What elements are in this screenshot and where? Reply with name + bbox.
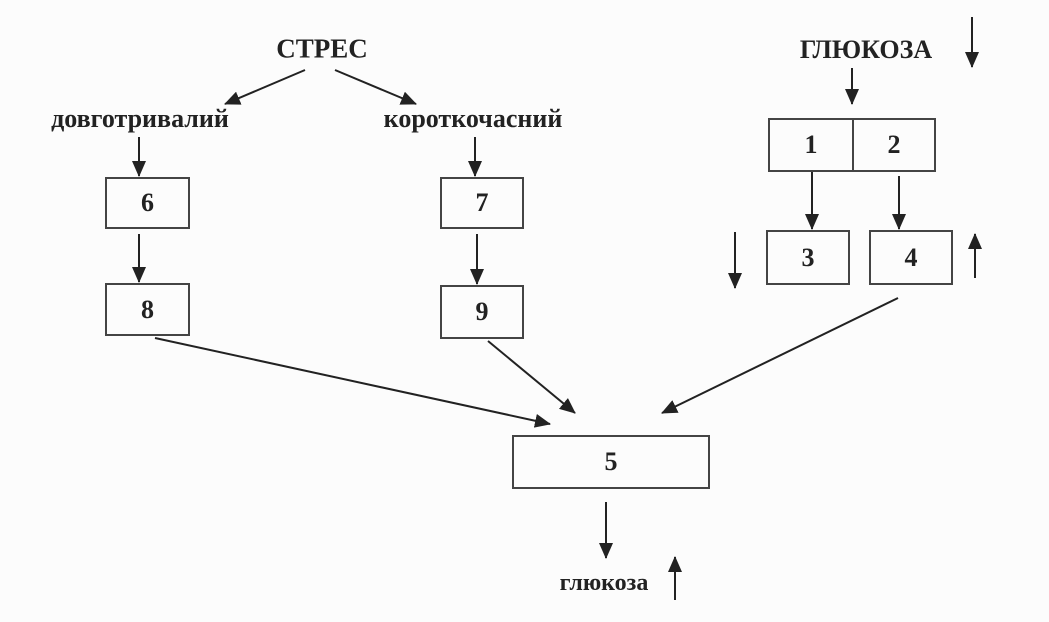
box-7: 7: [440, 177, 524, 229]
arrow-9-to-5: [487, 340, 576, 414]
stress-label: СТРЕС: [276, 33, 368, 64]
box-3: 3: [766, 230, 850, 285]
box-2: 2: [852, 118, 936, 172]
box-5: 5: [512, 435, 710, 489]
glucose-top-label: ГЛЮКОЗА: [799, 35, 933, 64]
arrow-stress-to-long: [224, 69, 306, 105]
box-8: 8: [105, 283, 190, 336]
box-6: 6: [105, 177, 190, 229]
box-1: 1: [768, 118, 854, 172]
short-term-label: короткочасний: [383, 104, 563, 133]
box-4: 4: [869, 230, 953, 285]
long-term-label: довготривалий: [51, 104, 229, 133]
arrow-8-to-5: [154, 337, 551, 428]
arrow-stress-to-short: [334, 69, 417, 105]
box-9: 9: [440, 285, 524, 339]
arrow-4-to-5: [661, 297, 899, 414]
glucose-bottom-label: глюкоза: [559, 570, 649, 596]
